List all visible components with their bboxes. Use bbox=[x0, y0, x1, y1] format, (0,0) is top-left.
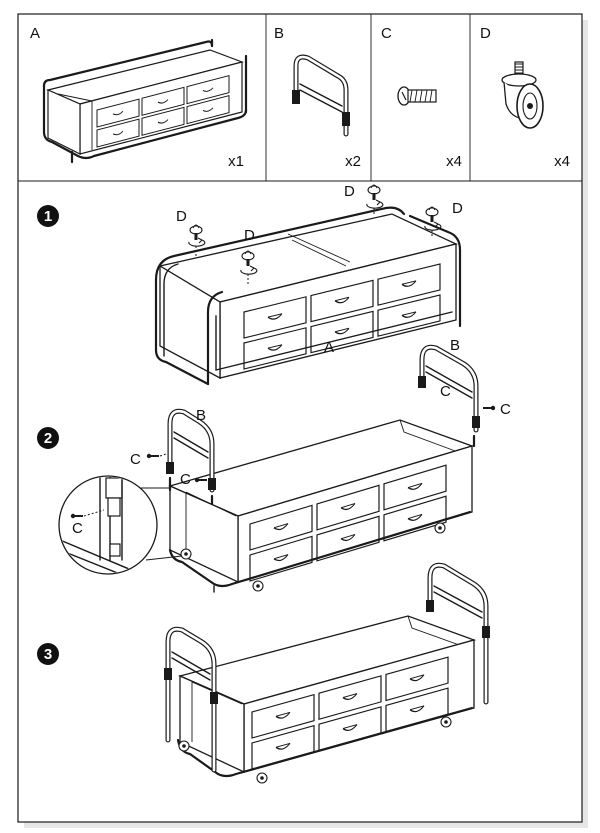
screw-callout-mid: C bbox=[180, 471, 208, 488]
step-1: 1 bbox=[37, 183, 463, 386]
side-frame-illustration bbox=[292, 54, 350, 137]
screw-callout-right: C bbox=[482, 401, 511, 418]
detail-magnifier: C bbox=[58, 475, 183, 575]
svg-text:C: C bbox=[440, 383, 451, 400]
step-2-marker bbox=[37, 427, 59, 449]
svg-text:C: C bbox=[180, 471, 191, 488]
part-a-letter: A bbox=[30, 25, 40, 42]
step-3-number: 3 bbox=[44, 646, 52, 663]
part-c-letter: C bbox=[381, 25, 392, 42]
step-2: 2 bbox=[37, 337, 511, 593]
screw-icon bbox=[397, 86, 437, 106]
screw-callout-upper: C bbox=[440, 383, 451, 400]
part-b: B x2 bbox=[274, 25, 361, 170]
caster-callout-mid-right: D bbox=[344, 183, 384, 216]
tv-cabinet-illustration bbox=[42, 38, 248, 164]
detail-screw-label: C bbox=[72, 520, 83, 537]
svg-text:D: D bbox=[176, 208, 187, 225]
caster-callout-right: D bbox=[424, 200, 463, 238]
step-3-marker bbox=[37, 643, 59, 665]
assembled-cabinet bbox=[164, 562, 490, 784]
step-3: 3 bbox=[37, 562, 490, 784]
parts-list: A x1 bbox=[18, 14, 582, 182]
svg-text:C: C bbox=[130, 451, 141, 468]
part-d-qty: x4 bbox=[554, 153, 570, 170]
caster-callout-left: D bbox=[176, 208, 206, 258]
part-c-qty: x4 bbox=[446, 153, 462, 170]
part-a-qty: x1 bbox=[228, 153, 244, 170]
frame-callout-right: B bbox=[450, 337, 460, 354]
frame-callout-left: B bbox=[196, 407, 206, 424]
cabinet-callout-a: A bbox=[324, 339, 334, 356]
svg-text:C: C bbox=[500, 401, 511, 418]
step-1-number: 1 bbox=[44, 208, 52, 225]
caster-callout-mid-left: D bbox=[240, 227, 258, 286]
part-d: D x4 bbox=[480, 25, 570, 170]
part-a: A x1 bbox=[30, 25, 248, 170]
svg-text:D: D bbox=[452, 200, 463, 217]
svg-text:D: D bbox=[244, 227, 255, 244]
caster-wheel-icon bbox=[501, 61, 544, 129]
step-1-marker bbox=[37, 205, 59, 227]
svg-text:D: D bbox=[344, 183, 355, 200]
cabinet-upright-frames-installing bbox=[166, 344, 480, 593]
cabinet-upside-down bbox=[154, 206, 462, 386]
part-b-qty: x2 bbox=[345, 153, 361, 170]
step-2-number: 2 bbox=[44, 430, 52, 447]
part-d-letter: D bbox=[480, 25, 491, 42]
step-1-caster-callouts: D D D D A bbox=[176, 183, 463, 356]
part-b-letter: B bbox=[274, 25, 284, 42]
screw-callout-left: C bbox=[130, 451, 167, 468]
part-c: C x4 bbox=[381, 25, 462, 170]
